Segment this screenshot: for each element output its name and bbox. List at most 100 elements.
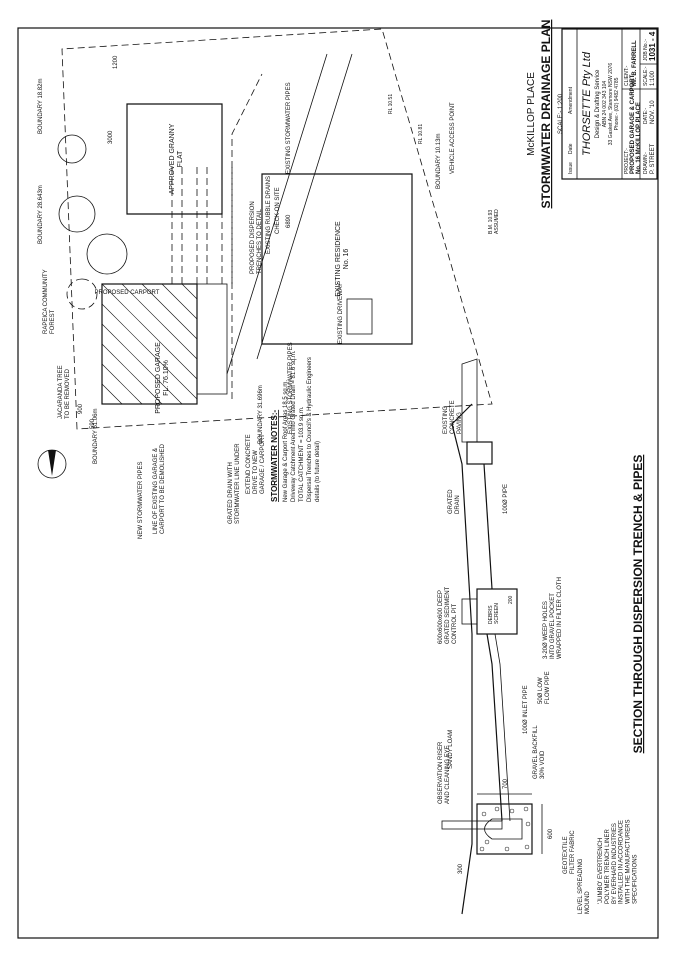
stormwater-pipe-line [231,73,263,399]
debris-screen-label: DEBRISSCREEN [488,603,500,624]
title-block: Issue Date Amendment THORSETTE Pty Ltd D… [561,28,658,180]
boundary-28-label: BOUNDARY 28.643m [38,185,44,244]
existing-sw-pipes-bottom-label: EXISTING STORMWATER PIPES [288,342,294,434]
sw-note-line: details (to future detail) [315,441,321,502]
trench-arch [484,818,523,840]
pit-grate [461,598,478,625]
weep-holes-label: 3-20Ø WEEP HOLESINTO GRAVEL POCKETWRAPPE… [543,577,563,659]
dim-200-label: 200 [508,595,514,604]
jacaranda-label: JACARANDA TREETO BE REMOVED [58,365,71,419]
sw-note-line: TOTAL CATCHMENT = 103.9 sq.m. [299,406,305,502]
title-block-frame [561,28,658,180]
date-value: NOV. '10 [650,100,656,124]
job-number: 1031 - 4 [648,31,657,61]
granny-flat [126,103,223,215]
company-phone: Phone:- (02) 9482 4785 [614,77,620,130]
rapeica-label: RAPEICA COMMUNITYFOREST [43,269,56,334]
level-spreading-label: LEVEL SPREADINGMOUND [578,858,591,914]
inlet-pipe [486,633,503,822]
company-service: Design & Drafting Service [595,69,601,138]
garage-hatching [101,283,198,405]
observation-riser [441,820,503,830]
benchmark-label: B.M. 10.93ASSUMED [488,209,500,234]
drawn-label: DRAWN:- [643,152,649,174]
existing-rubble-label: EXISTING RUBBLE DRAINS [266,176,272,254]
existing-driveway-label: EXISTING DRIVEWAY [338,283,344,344]
residence-annex [346,298,373,335]
trench-section: OBSERVATION RISERAND CLEANING EYE SANDY … [438,358,645,915]
company-name: THORSETTE Pty Ltd [581,51,593,156]
rotated-drawing: PROPOSED GARAGEFL. 76.10% PROPOSED CARPO… [37,20,658,915]
tree-symbols [57,134,128,310]
existing-driveway-edges [226,53,353,375]
north-arrow [37,449,67,479]
sandy-loam-label: SANDY LOAM [448,730,454,769]
client-name: Mr. B. FARRELL [632,40,638,86]
date-label: DATE:- [643,108,649,124]
low-flow-pipe [494,633,511,822]
gravel-backfill-label: GRAVEL BACKFILL30% VOID [533,725,546,779]
low-flow-pipe-label: 50Ø LOWFLOW PIPE [538,671,551,704]
scale-value: 1:100 [650,70,656,86]
dispersion-trenches [171,164,233,284]
dim-1200-label: 1200 [113,55,119,69]
concrete-paving [461,358,478,443]
jumbo-label: 'JUMBO' EVERTRENCHPOLYMER TRENCH LINERBY… [598,819,639,904]
dim-6890-label: 6890 [286,214,292,228]
sw-note-line: Dispersal Trenches to Council's & Hydrau… [307,357,313,502]
section-title: SECTION THROUGH DISPERSION TRENCH & PIPE… [631,455,645,754]
proposed-carport-label: PROPOSED CARPORT [95,290,160,296]
boundary-31-label: BOUNDARY 31.696m [258,385,264,444]
property-boundary [61,28,493,430]
rl-1-label: RL 10.81 [418,124,424,144]
concrete-drive-extension [196,283,228,395]
existing-residence-label: EXISTING RESIDENCENo. 16 [335,221,350,297]
company-address: 33 Gasket Ave, Stanmore NSW 2076 [608,63,614,146]
client-label: CLIENT:- [624,65,630,86]
granny-flat-label: APPROVED GRANNYFLAT [169,123,184,194]
rev-header: Amendment [568,86,574,114]
drawn-by: P. STREET [650,143,656,174]
job-label: JOB No.:- [643,39,649,61]
project-line: PROPOSED GARAGE & CARPORT [630,74,636,174]
dim-600-label: 600 [548,828,554,839]
dim-590-label: 590 [90,418,96,429]
proposed-garage-label: PROPOSED GARAGEFL. 76.10% [155,342,170,414]
dim-300-label: 300 [458,863,464,874]
dim-700-label: 700 [503,778,509,789]
section-grated-drain-label: GRATEDDRAIN [448,489,461,514]
project-label: PROJECT:- [624,148,630,174]
project-line: No. 16 McKILLOP PLACE [636,102,642,174]
rev-header: Issue [568,162,574,174]
inlet-pipe-label: 100Ø INLET PIPE [523,685,529,734]
pit-label: 600x600x600 DEEPGRATED SEDIMENTCONTROL P… [438,586,458,644]
existing-residence [261,173,413,345]
boundary-61-label: BOUNDARY 61.06m [93,409,99,464]
line-existing-garage-label: LINE OF EXISTING GARAGE &CARPORT TO BE D… [153,443,166,534]
dim-3000-label: 3000 [108,130,114,144]
site-plan: PROPOSED GARAGEFL. 76.10% PROPOSED CARPO… [37,20,564,539]
new-sw-pipes-label: NEW STORMWATER PIPES [138,461,144,539]
rl-2-label: RL 10.51 [388,94,394,114]
proposed-garage [101,283,198,405]
check-on-site-label: CHECK ON SITE [275,187,281,234]
observation-riser-label: OBSERVATION RISERAND CLEANING EYE [438,741,451,804]
scale-label: SCALE:- [643,66,649,86]
sheet-border [17,27,659,939]
boundary-10-label: BOUNDARY 10.13m [436,134,442,189]
ground-line [451,403,473,915]
sw-note-line: New Garage & Carport Roof Areas 18.5 sq.… [283,380,289,502]
existing-sw-pipes-top-label: EXISTING STORMWATER PIPES [286,82,292,174]
grated-drain-label: GRATED DRAIN WITHSTORMWATER LINE UNDER [228,443,241,524]
existing-paving-label: EXISTINGCONCRETEPAVING [443,400,463,434]
rev-header: Date [568,143,574,154]
extend-concrete-label: EXTEND CONCRETEDRIVE TO NEWGARAGE / CARP… [246,434,266,494]
plan-title: STORMWATER DRAINAGE PLAN [539,20,553,209]
sw-note-line: Driveway Catchment Area into Grated Drai… [291,350,297,502]
street-name: McKILLOP PLACE [526,72,537,156]
gravel-backfill [479,806,531,852]
pipe-100-label: 100Ø PIPE [503,484,509,514]
company-abn: ABN 24 002 343 104 [602,81,608,128]
